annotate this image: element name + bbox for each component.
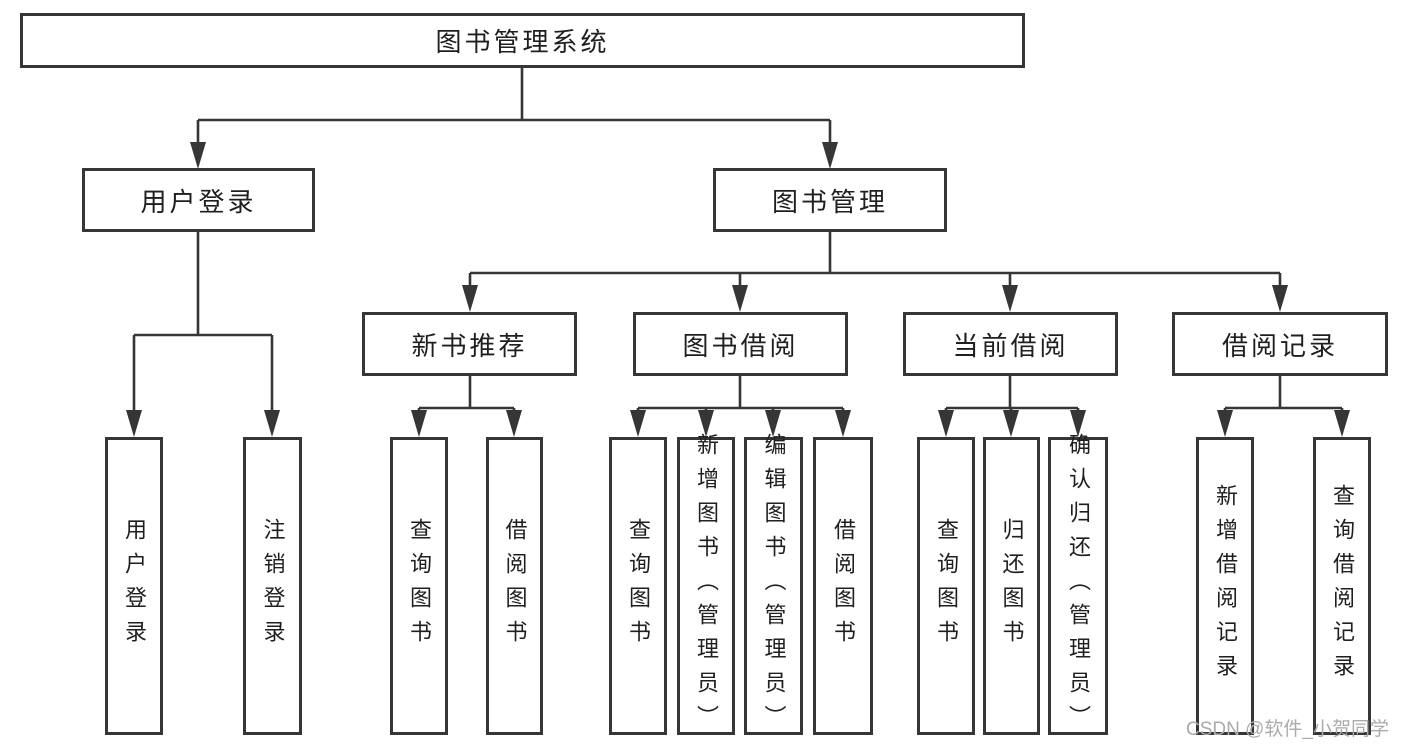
- node-label: 新增图书（管理员）: [694, 433, 719, 739]
- node-label: 确认归还（管理员）: [1066, 433, 1091, 739]
- arrow-down-icon: [1217, 410, 1233, 437]
- arrow-down-icon: [462, 285, 478, 312]
- watermark: CSDN @软件_小贺同学: [1186, 719, 1389, 740]
- node-label: 注销登录: [260, 518, 286, 654]
- node-leaf-bb-add-books-admin: 新增图书（管理员）: [677, 433, 735, 739]
- arrow-down-icon: [1003, 410, 1019, 437]
- node-leaf-nb-borrow-books: 借阅图书: [486, 437, 543, 735]
- node-leaf-nb-query-books: 查询图书: [390, 437, 448, 735]
- node-label: 归还图书: [999, 518, 1025, 654]
- node-new-book-recommend: 新书推荐: [362, 312, 577, 376]
- arrow-down-icon: [732, 285, 748, 312]
- arrow-down-icon: [630, 410, 646, 437]
- node-label: 查询图书: [934, 518, 959, 654]
- node-leaf-br-add-record: 新增借阅记录: [1196, 437, 1254, 735]
- arrow-down-icon: [835, 410, 851, 437]
- node-label: 借阅记录: [1221, 330, 1338, 361]
- node-root-system: 图书管理系统: [20, 13, 1025, 68]
- node-leaf-logout-action: 注销登录: [243, 437, 302, 735]
- node-label: 用户登录: [140, 186, 257, 217]
- node-leaf-br-query-record: 查询借阅记录: [1313, 437, 1371, 735]
- node-label: 查询图书: [407, 518, 432, 654]
- arrow-down-icon: [190, 142, 206, 169]
- node-label: 借阅图书: [831, 518, 856, 654]
- node-book-management: 图书管理: [713, 168, 947, 232]
- node-label: 新书推荐: [411, 330, 528, 361]
- node-leaf-cb-confirm-return-admin: 确认归还（管理员）: [1048, 433, 1108, 739]
- node-label: 图书管理: [771, 186, 888, 217]
- node-label: 图书借阅: [682, 330, 799, 361]
- node-label: 用户登录: [122, 518, 147, 654]
- arrow-down-icon: [126, 410, 142, 437]
- arrow-down-icon: [506, 410, 522, 437]
- node-label: 新增借阅记录: [1213, 484, 1238, 688]
- node-label: 查询借阅记录: [1330, 484, 1355, 688]
- node-leaf-cb-return-books: 归还图书: [983, 437, 1040, 735]
- node-label: 图书管理系统: [435, 27, 610, 57]
- arrow-down-icon: [264, 410, 280, 437]
- node-leaf-cb-query-books: 查询图书: [917, 437, 975, 735]
- node-borrowing-records: 借阅记录: [1172, 312, 1388, 376]
- arrow-down-icon: [938, 410, 954, 437]
- node-label: 查询图书: [626, 518, 651, 654]
- node-book-borrowing: 图书借阅: [633, 312, 848, 376]
- arrow-down-icon: [822, 142, 838, 169]
- node-label: 借阅图书: [502, 518, 528, 654]
- arrow-down-icon: [1002, 285, 1018, 312]
- node-leaf-bb-query-books: 查询图书: [609, 437, 667, 735]
- node-label: 编辑图书（管理员）: [761, 433, 787, 739]
- arrow-down-icon: [411, 410, 427, 437]
- arrow-down-icon: [1272, 285, 1288, 312]
- node-leaf-user-login-action: 用户登录: [105, 437, 163, 735]
- arrow-down-icon: [1334, 410, 1350, 437]
- node-current-borrowing: 当前借阅: [903, 312, 1118, 376]
- node-label: 当前借阅: [952, 330, 1069, 361]
- node-leaf-bb-borrow-books: 借阅图书: [813, 437, 873, 735]
- node-leaf-bb-edit-books-admin: 编辑图书（管理员）: [744, 433, 803, 739]
- node-user-login: 用户登录: [82, 168, 315, 232]
